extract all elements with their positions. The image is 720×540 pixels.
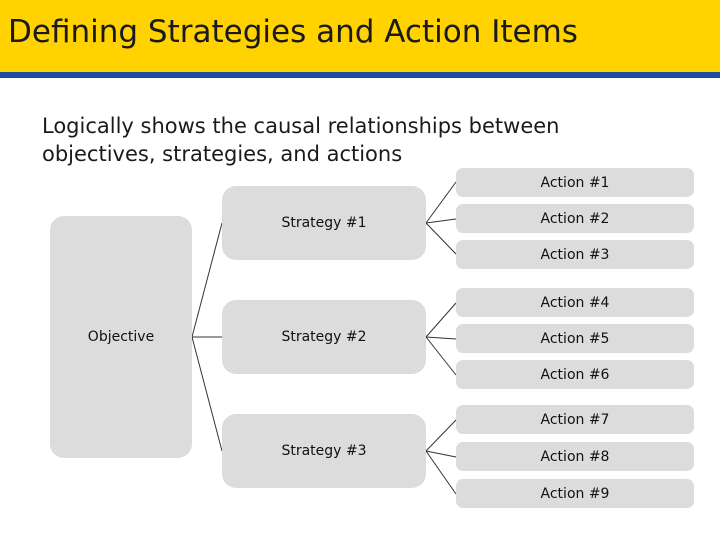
action-box-2: Action #2 <box>456 204 694 233</box>
slide-title: Defining Strategies and Action Items <box>8 14 578 50</box>
connector-objective-strategy-3 <box>191 336 223 452</box>
action-box-5: Action #5 <box>456 324 694 353</box>
objective-label: Objective <box>87 329 155 345</box>
action-box-6: Action #6 <box>456 360 694 389</box>
strategy-label: Strategy #1 <box>281 215 367 231</box>
action-label: Action #3 <box>540 246 610 263</box>
strategy-label: Strategy #3 <box>281 443 367 459</box>
action-label: Action #9 <box>540 485 610 502</box>
title-underline <box>0 72 720 78</box>
action-label: Action #5 <box>540 330 610 347</box>
action-box-7: Action #7 <box>456 405 694 434</box>
action-label: Action #7 <box>540 411 610 428</box>
connector-objective-strategy-1 <box>191 222 223 338</box>
strategy-box-3: Strategy #3 <box>222 414 426 488</box>
action-label: Action #2 <box>540 210 610 227</box>
slide-subtitle: Logically shows the causal relationships… <box>42 114 560 166</box>
connector-strategy-1-action-2 <box>425 218 457 224</box>
connector-strategy-1-action-3 <box>425 222 457 255</box>
title-bar: Defining Strategies and Action Items <box>0 0 720 72</box>
action-label: Action #1 <box>540 174 610 191</box>
connector-strategy-2-action-6 <box>425 336 457 376</box>
strategy-box-2: Strategy #2 <box>222 300 426 374</box>
strategy-box-1: Strategy #1 <box>222 186 426 260</box>
action-box-1: Action #1 <box>456 168 694 197</box>
objective-box: Objective <box>50 216 192 458</box>
action-label: Action #8 <box>540 448 610 465</box>
connector-strategy-3-action-8 <box>425 450 457 458</box>
strategy-label: Strategy #2 <box>281 329 367 345</box>
action-box-3: Action #3 <box>456 240 694 269</box>
connector-strategy-2-action-5 <box>425 336 457 340</box>
action-box-9: Action #9 <box>456 479 694 508</box>
connector-strategy-1-action-1 <box>425 181 457 224</box>
connector-strategy-3-action-9 <box>425 450 457 495</box>
action-label: Action #6 <box>540 366 610 383</box>
action-label: Action #4 <box>540 294 610 311</box>
connector-strategy-2-action-4 <box>425 302 457 338</box>
connector-strategy-3-action-7 <box>425 419 457 452</box>
action-box-4: Action #4 <box>456 288 694 317</box>
action-box-8: Action #8 <box>456 442 694 471</box>
